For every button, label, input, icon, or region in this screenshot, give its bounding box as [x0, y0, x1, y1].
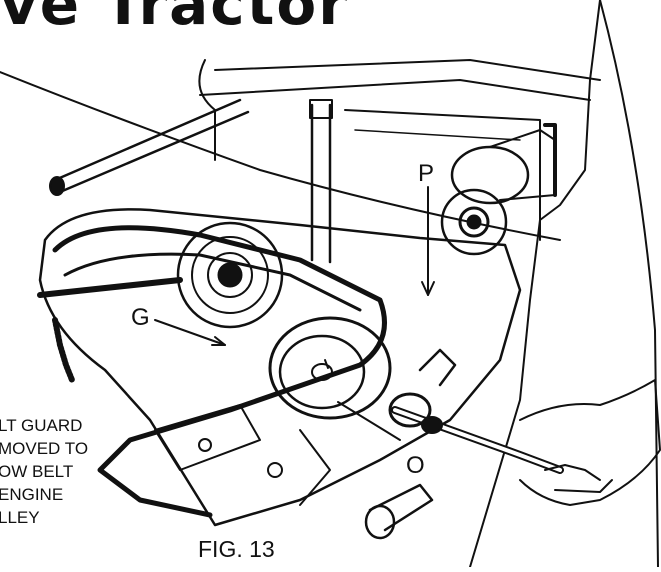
figure-caption: FIG. 13 — [198, 536, 275, 562]
callout-o: O — [406, 452, 425, 479]
note-line: LT GUARD — [0, 416, 83, 435]
callout-p: P — [418, 160, 435, 187]
belt-guard-note: LT GUARD MOVED TO OW BELT ENGINE LLEY — [0, 414, 88, 529]
note-line: MOVED TO — [0, 439, 89, 458]
note-line: LLEY — [0, 508, 40, 527]
note-line: ENGINE — [0, 485, 64, 504]
callout-g: G — [131, 304, 150, 331]
page-title-fragment: ve Tractor — [0, 0, 349, 38]
note-line: OW BELT — [0, 462, 74, 481]
